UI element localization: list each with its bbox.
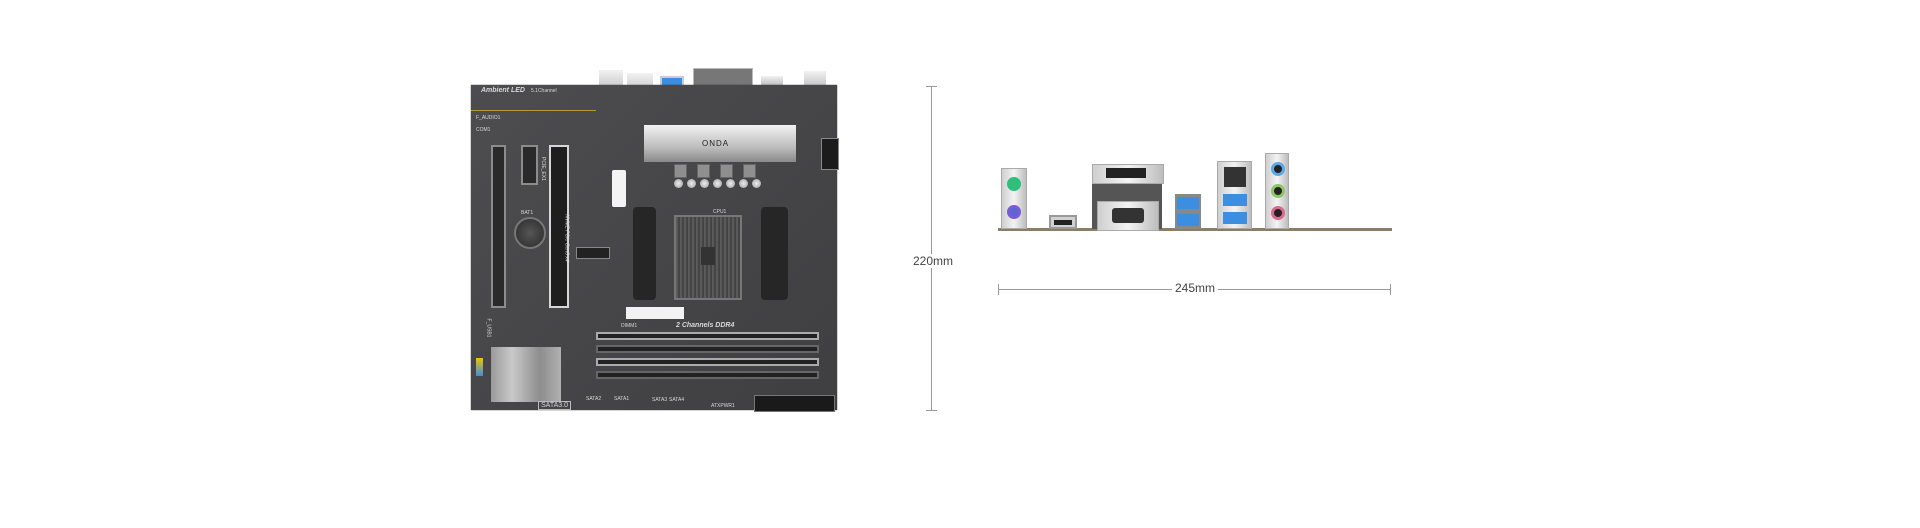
mic-jack	[1271, 206, 1285, 220]
f-audio-label: F_AUDIO1	[476, 115, 501, 121]
ps2-keyboard-port	[1007, 205, 1021, 219]
pcie-x1-slot	[521, 145, 538, 185]
sata4-label: SATA4	[669, 397, 685, 403]
serial-sticker	[626, 307, 684, 319]
pcie-x16-slot-1	[549, 145, 569, 308]
dimm-slot-3	[596, 358, 819, 366]
led-strip	[471, 110, 596, 111]
lan-usb-ports	[1217, 161, 1252, 229]
width-label: 245mm	[1172, 281, 1219, 295]
usb3-ports	[1175, 194, 1201, 229]
dimm-slot-4	[596, 371, 819, 379]
pcie-x16-slot-2	[491, 145, 506, 308]
vrm-heatsink: ONDA	[644, 125, 796, 162]
onda-sticker	[612, 170, 626, 207]
cpu-socket-am4	[674, 215, 742, 300]
sata2-label: SATA2	[586, 396, 602, 402]
ambient-sub-label: 5.1Channel	[531, 88, 557, 94]
ps2-mouse-port	[1007, 177, 1021, 191]
io-shield-edge	[998, 228, 1392, 231]
cpu-bracket-right	[761, 207, 788, 300]
line-out-jack	[1271, 184, 1285, 198]
height-dimension-line	[931, 86, 932, 411]
pcie-label: PCIE_EX1	[540, 157, 546, 181]
ambient-led-label: Ambient LED	[481, 87, 525, 94]
ps2-ports	[1001, 168, 1027, 229]
atx-label: ATXPWR1	[711, 403, 735, 409]
dimm-label: DIMM1	[621, 323, 638, 329]
cpu-label: CPU1	[713, 209, 727, 215]
sata3-label: SATA3	[652, 397, 668, 403]
cpu-8pin-power	[821, 138, 839, 170]
dvi-vga-ports	[1092, 164, 1164, 231]
chipset-heatsink	[491, 347, 561, 402]
dimm-slot-2	[596, 345, 819, 353]
motherboard-pcb: Ambient LED 5.1Channel F_AUDIO1 COM1 PCI…	[471, 85, 839, 412]
m2-slot	[576, 247, 610, 259]
com-label: COM1	[476, 127, 491, 133]
hdmi-port	[1049, 215, 1077, 229]
ddr-label: 2 Channels DDR4	[676, 322, 735, 329]
heatsink-brand: ONDA	[702, 139, 730, 148]
dvi-port	[1092, 164, 1164, 184]
line-in-jack	[1271, 162, 1285, 176]
nvme-label: NVME PCIe Gen3 x4	[563, 214, 570, 262]
sata1-label: SATA1	[614, 396, 630, 402]
cpu-bracket-left	[633, 207, 656, 300]
audio-jacks	[1265, 153, 1289, 229]
f-usb-label: F_USB1	[485, 318, 492, 338]
height-label: 220mm	[910, 254, 957, 268]
bat-label: BAT1	[521, 210, 534, 216]
vga-port	[1097, 201, 1159, 231]
atx-24pin-power	[754, 395, 835, 412]
front-panel-header	[476, 358, 483, 376]
sata-group-label: SATA3.0	[538, 401, 571, 410]
rj45-port	[1224, 167, 1246, 187]
dimm-slot-1	[596, 332, 819, 340]
cmos-battery	[514, 217, 546, 249]
